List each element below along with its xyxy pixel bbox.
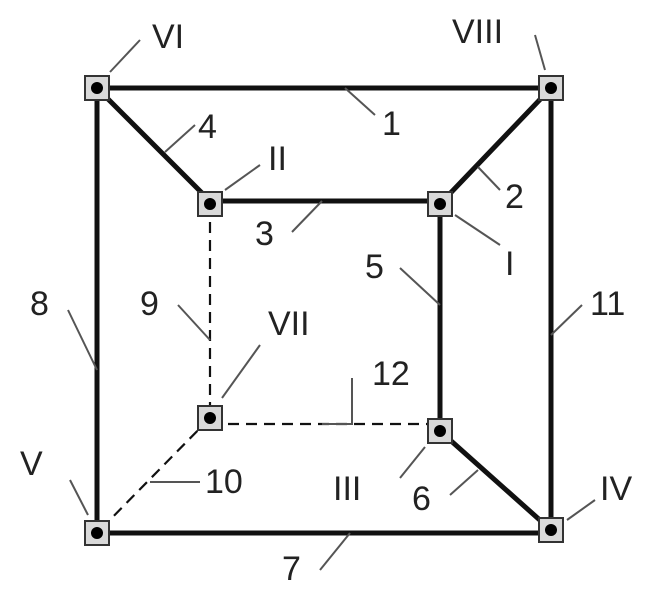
node-labels: VI VIII II I VII III IV V [20,13,632,508]
edge-label-11: 11 [590,285,625,323]
leader-lines [67,34,596,571]
node-label-VIII: VIII [452,13,503,51]
leader-edge-12 [322,378,353,425]
edge-label-1: 1 [382,105,401,143]
nodes [84,75,564,546]
leader-edge-7 [319,532,351,571]
leader-node-VII [221,344,261,399]
node-label-VI: VI [152,18,184,56]
node-V [84,520,110,546]
node-VIII [538,75,564,101]
edge-label-6: 6 [412,480,431,518]
node-label-I: I [505,245,514,283]
node-III [427,418,453,444]
edge-label-7: 7 [282,550,301,588]
edge-label-10: 10 [205,463,243,501]
edge-labels: 1 2 3 4 5 6 7 8 9 10 11 12 [30,105,625,588]
edge-label-4: 4 [198,108,217,146]
edge-label-8: 8 [30,285,49,323]
leader-edge-3 [291,200,323,233]
edges [94,85,554,536]
edge-4 [94,85,213,204]
edge-label-3: 3 [255,215,274,253]
node-II [197,191,223,217]
leader-node-III [399,446,426,479]
edge-label-12: 12 [372,355,410,393]
leader-node-VIII [534,34,546,71]
node-IV [538,517,564,543]
leader-node-I [454,214,501,246]
node-label-IV: IV [600,470,632,508]
leader-edge-5 [399,267,441,306]
leader-node-IV [566,499,596,521]
node-VI [84,75,110,101]
node-label-V: V [20,445,43,483]
leader-edge-11 [550,304,583,336]
leader-edge-1 [344,87,376,116]
node-VII [197,405,223,431]
node-label-VII: VII [268,305,310,343]
leader-edge-4 [164,124,196,153]
leader-edge-9 [177,304,211,341]
leader-node-V [69,479,89,516]
node-label-II: II [268,140,287,178]
leader-edge-2 [477,166,501,191]
edge-label-9: 9 [140,285,159,323]
edge-label-2: 2 [505,178,524,216]
leader-edge-8 [67,309,98,371]
edge-2 [437,85,554,207]
edge-10 [96,417,211,534]
leader-node-II [224,164,261,191]
node-I [427,191,453,217]
leader-edge-6 [449,469,479,496]
edge-6 [437,428,554,533]
node-label-III: III [333,470,361,508]
edge-label-5: 5 [365,248,384,286]
leader-node-VI [109,39,141,73]
